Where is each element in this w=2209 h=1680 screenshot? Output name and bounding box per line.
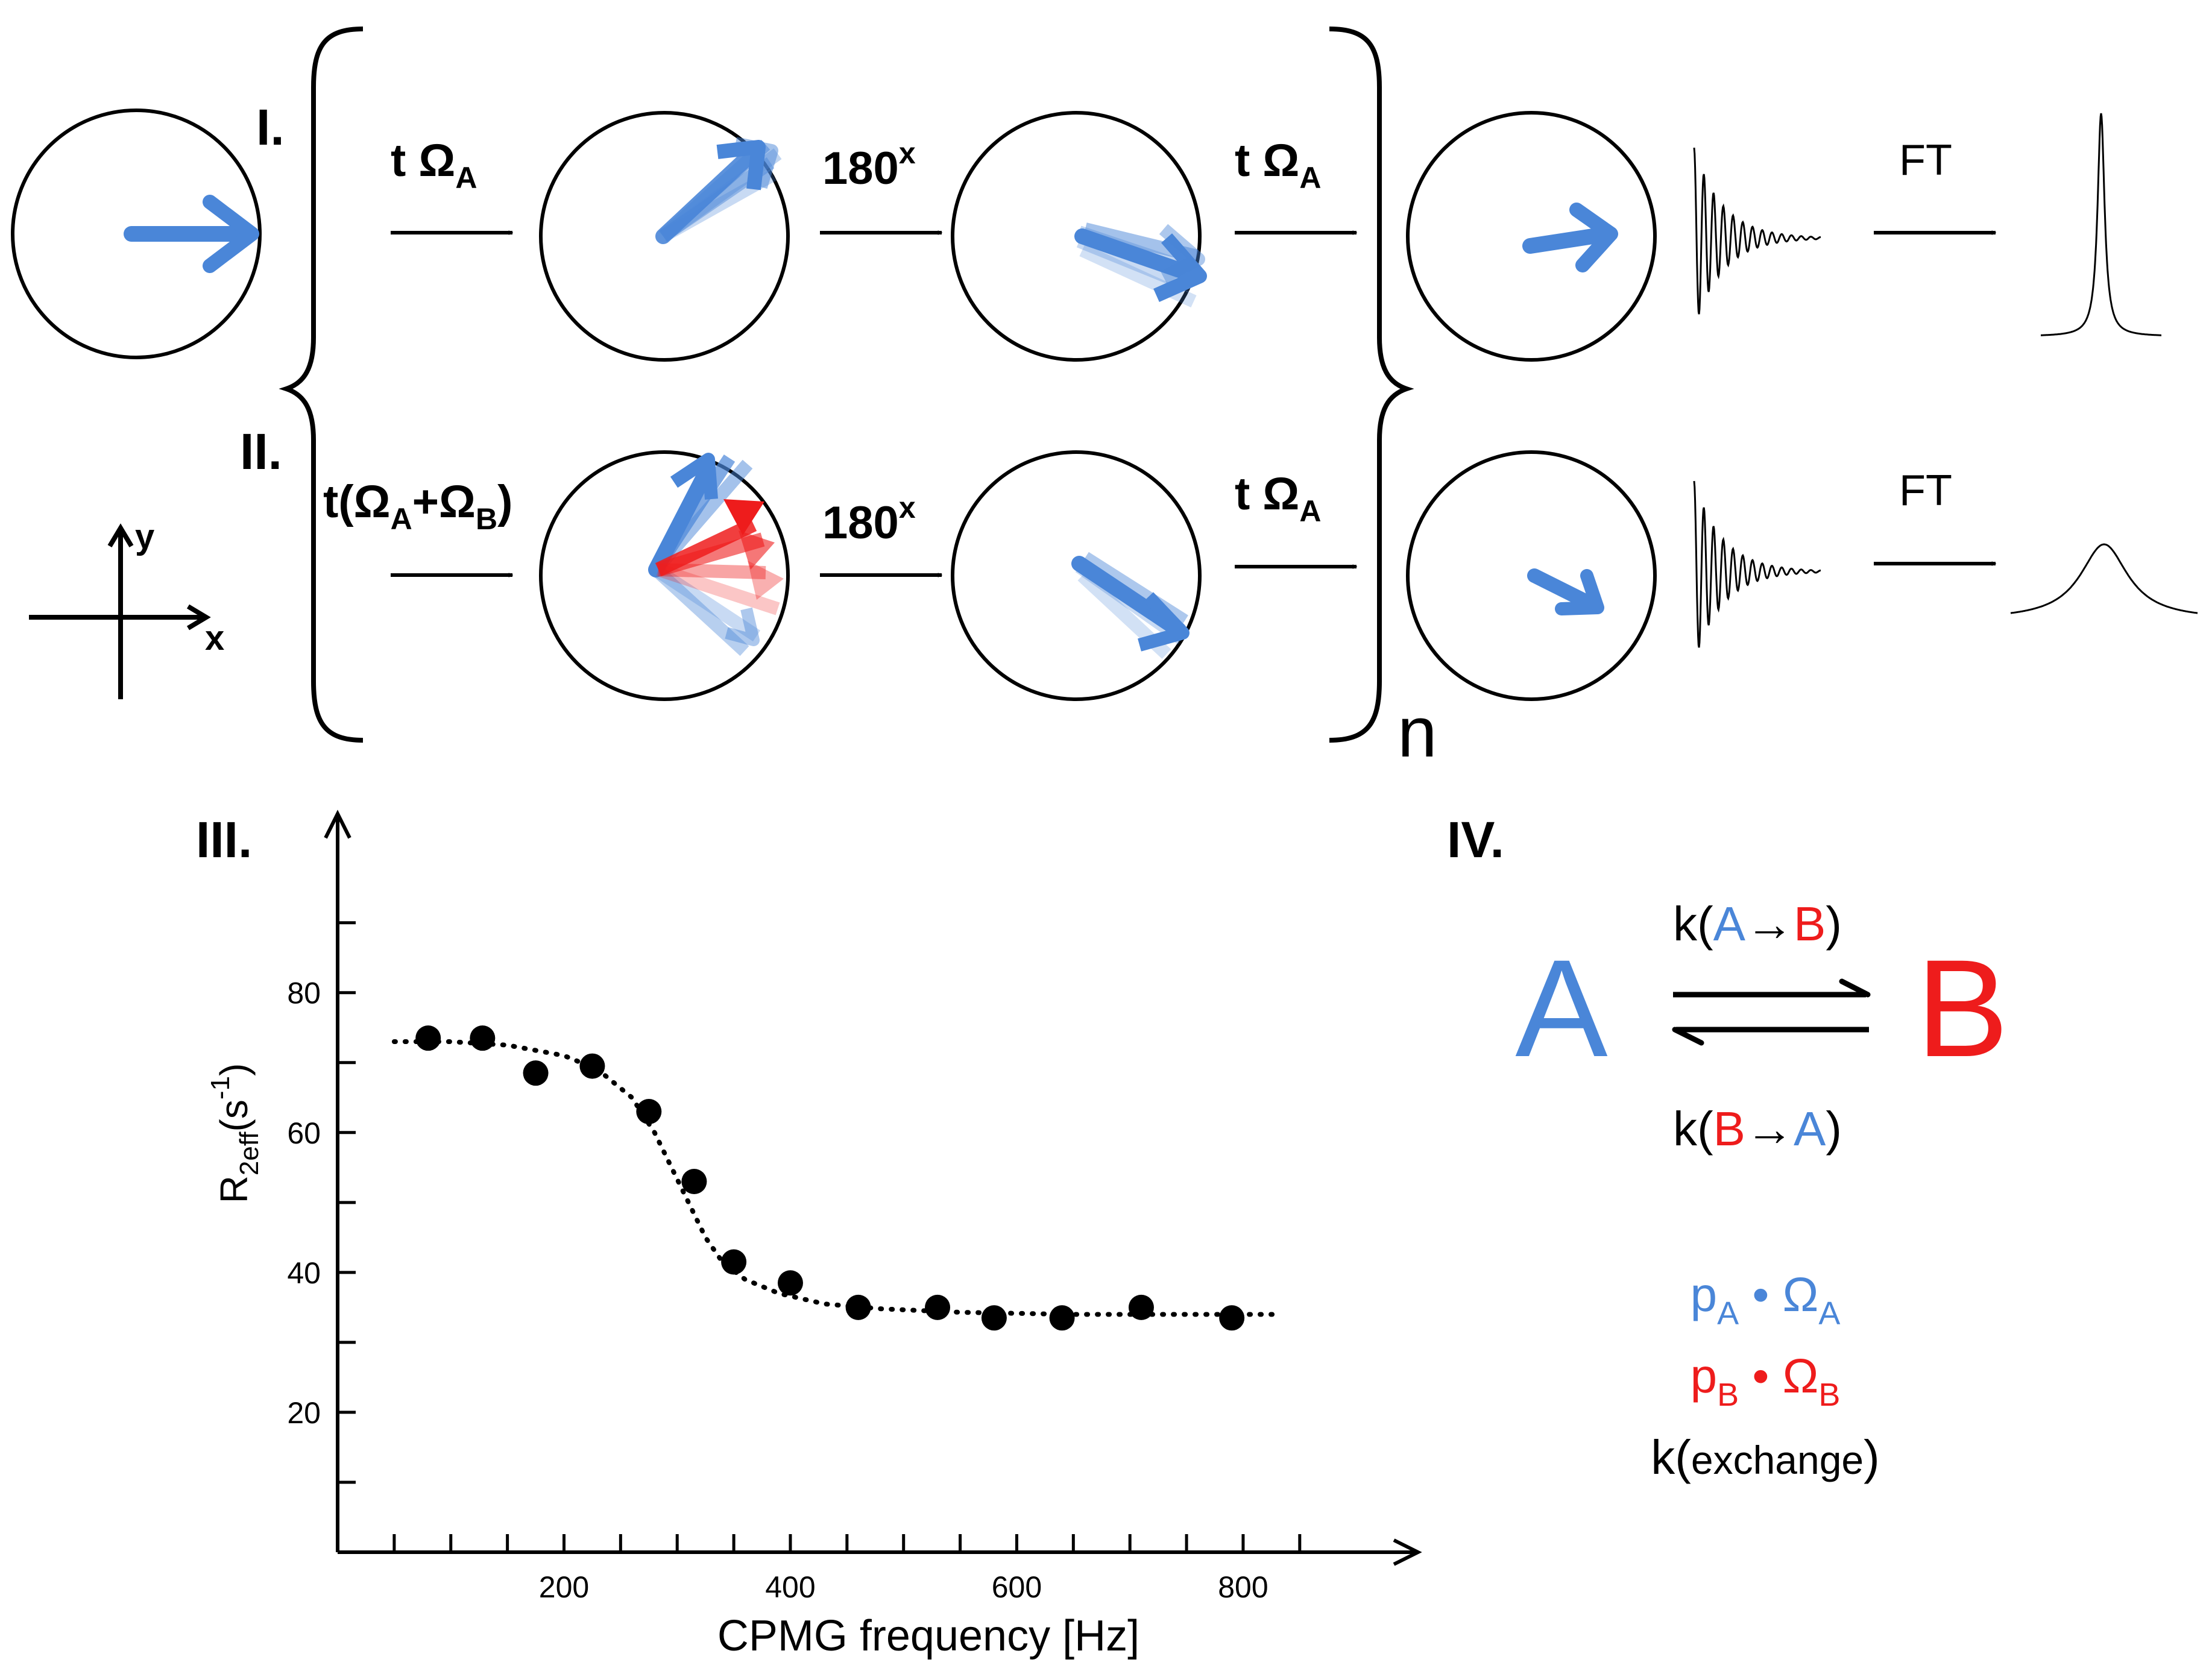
- row1-fid-signal: [1693, 147, 1821, 315]
- row2-circle-4: [1406, 450, 1657, 701]
- y-tick-label: 40: [287, 1256, 321, 1290]
- row2-b-state-vectors: [655, 499, 784, 615]
- chart-x-axis-title: CPMG frequency [Hz]: [717, 1612, 1139, 1660]
- row2-fid-signal: [1693, 480, 1821, 648]
- dispersion-chart: III. 200 400 600 800 20 40 60 80 CPMG frequency…: [196, 810, 1422, 1660]
- data-point: [925, 1294, 951, 1320]
- panel-label-iv: IV.: [1447, 811, 1504, 868]
- exchange-scheme: IV. k(A→B) A B k(B→A) pA • ΩA pB • ΩB k(…: [1447, 811, 2009, 1484]
- data-point: [470, 1025, 496, 1051]
- row2-circle-3: [951, 450, 1202, 701]
- row1-step2-label: t ΩA: [1235, 135, 1321, 195]
- y-tick-label: 60: [287, 1116, 321, 1150]
- chart-ticks: 200 400 600 800 20 40 60 80: [287, 921, 1302, 1604]
- initial-magnetization-circle: [11, 109, 262, 359]
- data-point: [636, 1098, 662, 1124]
- row1-refocused-vector: [1522, 203, 1618, 272]
- x-tick-label: 800: [1218, 1570, 1268, 1604]
- y-axis-arrowhead: [324, 810, 351, 839]
- repeat-count-label: n: [1398, 693, 1437, 772]
- initial-vector: [124, 195, 259, 273]
- data-point: [579, 1053, 605, 1079]
- data-point: [981, 1305, 1007, 1331]
- row2-ft-label: FT: [1899, 467, 1952, 515]
- reverse-rate-label: k(B→A): [1673, 1102, 1842, 1156]
- x-axis-arrowhead: [1393, 1538, 1422, 1566]
- row1-circle-3: [951, 111, 1202, 362]
- y-axis-label: y: [135, 517, 154, 556]
- state-a-label: A: [1515, 931, 1607, 1086]
- row1-pulse-label: 180x: [822, 136, 916, 194]
- panel-label-i: I.: [256, 99, 285, 156]
- x-tick-label: 400: [765, 1570, 815, 1604]
- right-brace: [1329, 27, 1414, 743]
- y-tick-label: 80: [287, 977, 321, 1010]
- data-point: [1219, 1305, 1245, 1331]
- row2-attenuated-vector: [1527, 568, 1604, 615]
- x-tick-label: 600: [992, 1570, 1042, 1604]
- data-point: [845, 1294, 871, 1320]
- population-b-shift: pB • ΩB: [1691, 1349, 1841, 1413]
- chart-y-axis-title: R2eff(s-1): [206, 1063, 264, 1204]
- x-tick-label: 200: [539, 1570, 589, 1604]
- xy-axes-legend: x y: [29, 517, 224, 699]
- chart-points-layer: [415, 1025, 1245, 1331]
- row2-broad-spectrum: [2010, 543, 2198, 614]
- data-point: [415, 1025, 441, 1051]
- row2-pulse-label: 180x: [822, 491, 916, 549]
- data-point: [1128, 1294, 1154, 1320]
- sequence-diagram: I. II. x y n t ΩA: [11, 27, 2198, 772]
- equilibrium-arrows: [1672, 978, 1871, 1046]
- exchange-rate-label: k(exchange): [1651, 1430, 1880, 1484]
- state-b-label: B: [1916, 931, 2008, 1086]
- row2-a-state-vectors: [648, 453, 761, 656]
- chart-axes: [324, 810, 1422, 1566]
- data-point: [777, 1270, 803, 1296]
- row1-step1-label: t ΩA: [391, 135, 477, 195]
- row1-narrow-spectrum: [2041, 113, 2161, 336]
- x-axis-label: x: [205, 618, 224, 658]
- row2-circle-2: [539, 450, 790, 701]
- row1-refocusing-vectors: [1074, 222, 1207, 307]
- chart-fit-layer: [391, 1039, 1280, 1317]
- row1-circle-2: [539, 111, 790, 362]
- panel-label-ii: II.: [240, 423, 282, 480]
- data-point: [523, 1060, 549, 1086]
- row1-ft-label: FT: [1899, 136, 1952, 184]
- data-point: [681, 1169, 707, 1195]
- left-brace: [279, 27, 364, 743]
- row2-partial-refocus-vectors: [1071, 552, 1190, 659]
- row2-step2-label: t ΩA: [1235, 468, 1321, 528]
- row1-dephasing-vectors: [655, 137, 782, 244]
- forward-rate-label: k(A→B): [1673, 897, 1842, 951]
- fit-curve: [391, 1039, 1280, 1317]
- population-a-shift: pA • ΩA: [1691, 1268, 1841, 1332]
- data-point: [1049, 1305, 1075, 1331]
- row1-circle-4: [1406, 111, 1657, 362]
- data-point: [721, 1249, 747, 1275]
- row2-step1-label: t(ΩA+ΩB): [323, 476, 512, 536]
- y-tick-label: 20: [287, 1396, 321, 1430]
- panel-label-iii: III.: [196, 811, 252, 868]
